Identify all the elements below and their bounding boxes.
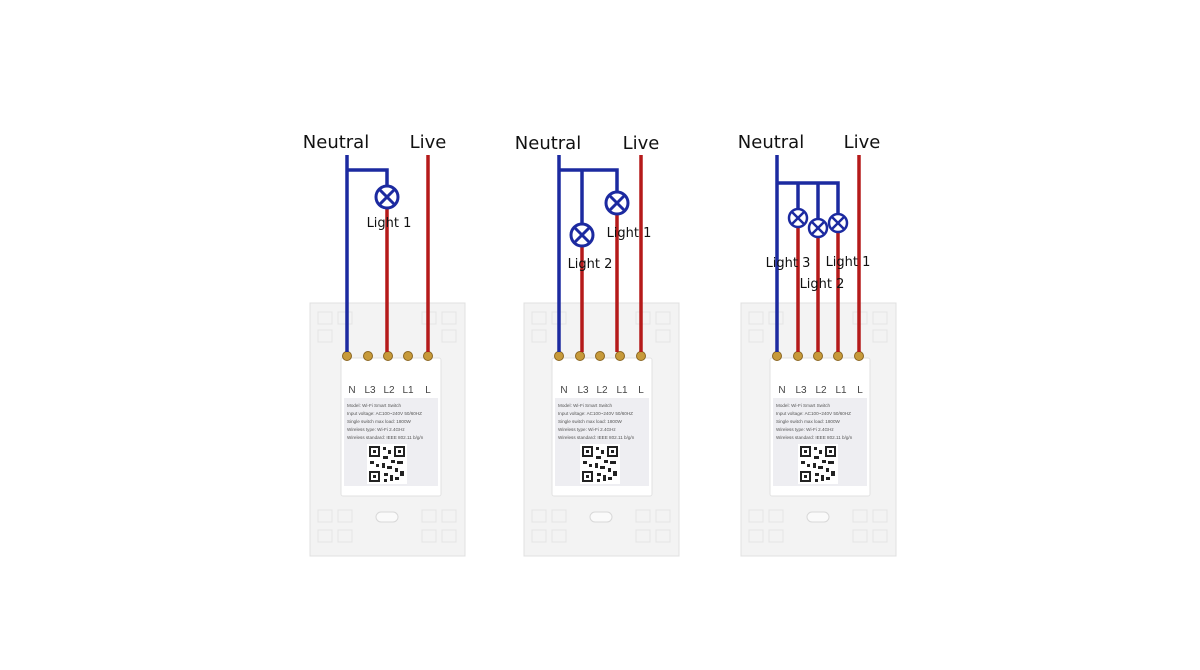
terminal-label: N <box>560 385 567 396</box>
spec-line: Wireless type: Wi-Fi 2.4GHz <box>347 427 405 432</box>
light-label: Light 2 <box>800 277 845 292</box>
terminal-label: N <box>778 385 785 396</box>
neutral-label: Neutral <box>738 132 804 153</box>
qr-code <box>798 444 838 484</box>
terminal-label: L <box>857 385 863 396</box>
spec-line: Single switch max load: 1800W <box>347 419 411 424</box>
neutral-label: Neutral <box>303 132 369 153</box>
spec-line: Single switch max load: 1800W <box>558 419 622 424</box>
spec-line: Input voltage: AC100~240V 50/60HZ <box>347 411 422 416</box>
spec-line: Wireless type: Wi-Fi 2.4GHz <box>776 427 834 432</box>
wires <box>775 155 861 352</box>
wires <box>557 155 643 352</box>
light-label: Light 1 <box>607 226 652 241</box>
terminal-labels: N L3 L2 L1 L <box>778 385 863 396</box>
spec-text: Model: Wi-Fi Smart Switch Input voltage:… <box>347 403 424 440</box>
spec-text: Model: Wi-Fi Smart Switch Input voltage:… <box>776 403 853 440</box>
terminal-label: L1 <box>402 385 414 396</box>
mounting-slot <box>375 511 399 523</box>
spec-line: Model: Wi-Fi Smart Switch <box>347 403 402 408</box>
switch-panel-1: N L3 L2 L1 L Model: Wi-Fi Smart Switch I… <box>303 132 466 557</box>
switch-panel-3: N L3 L2 L1 L Model: Wi-Fi Smart Switch I… <box>738 132 897 557</box>
live-label: Live <box>844 132 881 153</box>
neutral-branch <box>559 168 619 192</box>
light-label: Light 1 <box>826 255 871 270</box>
lamp-symbol <box>827 212 849 234</box>
qr-code <box>580 444 620 484</box>
terminal-label: L3 <box>577 385 589 396</box>
terminal-labels: N L3 L2 L1 L <box>560 385 644 396</box>
qr-code <box>367 444 407 484</box>
mounting-slot <box>589 511 613 523</box>
live-label: Live <box>623 133 660 154</box>
terminal-labels: N L3 L2 L1 L <box>348 385 431 396</box>
switch-panel-2: N L3 L2 L1 L Model: Wi-Fi Smart Switch I… <box>515 133 680 557</box>
spec-text: Model: Wi-Fi Smart Switch Input voltage:… <box>558 403 635 440</box>
neutral-branch <box>347 168 389 185</box>
spec-line: Input voltage: AC100~240V 50/60HZ <box>776 411 851 416</box>
spec-line: Single switch max load: 1800W <box>776 419 840 424</box>
neutral-branch <box>777 181 840 213</box>
terminal-label: L2 <box>815 385 827 396</box>
lamp-symbol <box>604 190 630 216</box>
light-label: Light 2 <box>568 257 613 272</box>
spec-line: Model: Wi-Fi Smart Switch <box>558 403 613 408</box>
terminal-label: L3 <box>795 385 807 396</box>
light-label: Light 3 <box>766 256 811 271</box>
wires <box>345 155 430 352</box>
plate-ribs <box>317 311 457 543</box>
spec-line: Model: Wi-Fi Smart Switch <box>776 403 831 408</box>
lamp-symbol <box>569 222 595 248</box>
terminal-label: N <box>348 385 355 396</box>
lamp-symbol <box>787 207 809 229</box>
screw-terminals <box>342 351 433 361</box>
terminal-label: L <box>638 385 644 396</box>
spec-line: Input voltage: AC100~240V 50/60HZ <box>558 411 633 416</box>
mounting-slot <box>806 511 830 523</box>
terminal-label: L <box>425 385 431 396</box>
terminal-label: L2 <box>383 385 395 396</box>
screw-terminals <box>554 351 646 361</box>
terminal-label: L1 <box>616 385 628 396</box>
lamp-symbol <box>807 217 829 239</box>
spec-line: Wireless standard: IEEE 802.11 b/g/n <box>776 435 853 440</box>
terminal-label: L3 <box>364 385 376 396</box>
lamp-symbol <box>374 184 400 210</box>
light-label: Light 1 <box>367 216 412 231</box>
spec-line: Wireless type: Wi-Fi 2.4GHz <box>558 427 616 432</box>
spec-line: Wireless standard: IEEE 802.11 b/g/n <box>347 435 424 440</box>
spec-line: Wireless standard: IEEE 802.11 b/g/n <box>558 435 635 440</box>
neutral-label: Neutral <box>515 133 581 154</box>
terminal-label: L1 <box>835 385 847 396</box>
terminal-label: L2 <box>596 385 608 396</box>
live-label: Live <box>410 132 447 153</box>
